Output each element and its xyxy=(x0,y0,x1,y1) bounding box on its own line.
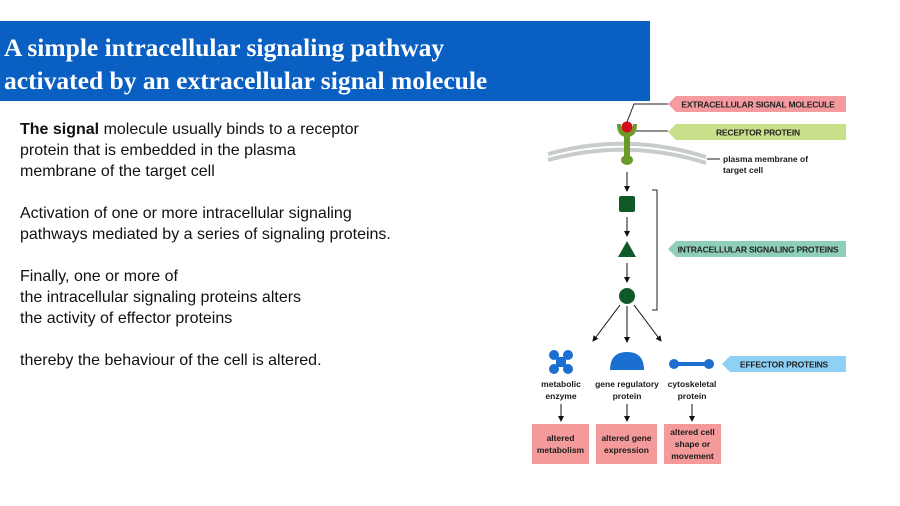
title-line-1: A simple intracellular signaling pathway xyxy=(4,33,445,62)
paragraph-activation: Activation of one or more intracellular … xyxy=(20,203,450,245)
effector-name: metabolic xyxy=(541,379,581,389)
receptor-protein-label: RECEPTOR PROTEIN xyxy=(668,124,846,140)
paragraph-text: the intracellular signaling proteins alt… xyxy=(20,289,302,306)
outcome-text: altered gene xyxy=(601,433,651,443)
effector-proteins-label: EFFECTOR PROTEINS xyxy=(722,356,846,372)
intracellular-bracket xyxy=(652,189,658,311)
arrow xyxy=(633,304,662,342)
membrane-label-line-1: plasma membrane of xyxy=(723,154,808,164)
effector-name: protein xyxy=(678,391,707,401)
arrow xyxy=(592,304,621,342)
intracellular-label-text: INTRACELLULAR SIGNALING PROTEINS xyxy=(678,245,839,255)
outcome-text: altered cell xyxy=(670,427,714,437)
effector-name: cytoskeletal xyxy=(668,379,717,389)
cytoskeletal-protein-icon xyxy=(669,359,714,369)
paragraph-text: membrane of the target cell xyxy=(20,163,215,180)
signal-molecule-label: EXTRACELLULAR SIGNAL MOLECULE xyxy=(668,96,846,112)
paragraph-effector: Finally, one or more of the intracellula… xyxy=(20,266,450,329)
bold-lead: The signal xyxy=(20,121,100,138)
paragraph-text: pathways mediated by a series of signali… xyxy=(20,226,391,243)
outcome-box-cell-shape: altered cell shape or movement xyxy=(664,424,721,464)
body-text: The signal molecule usually binds to a r… xyxy=(20,119,450,392)
paragraph-text: the activity of effector proteins xyxy=(20,310,233,327)
paragraph-behaviour: thereby the behaviour of the cell is alt… xyxy=(20,350,450,371)
intracellular-signaling-label: INTRACELLULAR SIGNALING PROTEINS xyxy=(668,241,846,257)
gene-regulatory-protein-icon xyxy=(610,352,644,370)
paragraph-text: thereby the behaviour of the cell is alt… xyxy=(20,352,322,369)
paragraph-text: Activation of one or more intracellular … xyxy=(20,205,352,222)
effector-label-text: EFFECTOR PROTEINS xyxy=(740,360,829,370)
paragraph-text: protein that is embedded in the plasma xyxy=(20,142,296,159)
outcome-text: metabolism xyxy=(537,445,585,455)
effector-name: gene regulatory xyxy=(595,379,659,389)
intracellular-protein-square-icon xyxy=(619,196,635,212)
paragraph-text: Finally, one or more of xyxy=(20,268,178,285)
outcome-text: expression xyxy=(604,445,649,455)
outcome-text: altered xyxy=(547,433,575,443)
paragraph-signal: The signal molecule usually binds to a r… xyxy=(20,119,450,182)
signal-leader-line xyxy=(626,103,668,123)
title-line-2: activated by an extracellular signal mol… xyxy=(4,66,488,95)
outcome-text: movement xyxy=(671,451,714,461)
effector-name: enzyme xyxy=(545,391,576,401)
signal-molecule-icon xyxy=(621,121,633,133)
receptor-label-text: RECEPTOR PROTEIN xyxy=(716,128,800,138)
signal-molecule-label-text: EXTRACELLULAR SIGNAL MOLECULE xyxy=(681,100,835,110)
outcome-box-metabolism: altered metabolism xyxy=(532,424,589,464)
paragraph-text: molecule usually binds to a receptor xyxy=(99,121,359,138)
slide-title: A simple intracellular signaling pathway… xyxy=(0,21,650,101)
receptor-protein-icon xyxy=(617,124,637,165)
effector-name: protein xyxy=(613,391,642,401)
metabolic-enzyme-icon xyxy=(549,350,573,374)
intracellular-protein-circle-icon xyxy=(619,288,635,304)
intracellular-protein-triangle-icon xyxy=(618,241,636,257)
outcome-text: shape or xyxy=(675,439,711,449)
membrane-label-line-2: target cell xyxy=(723,165,763,175)
outcome-box-gene-expression: altered gene expression xyxy=(596,424,657,464)
